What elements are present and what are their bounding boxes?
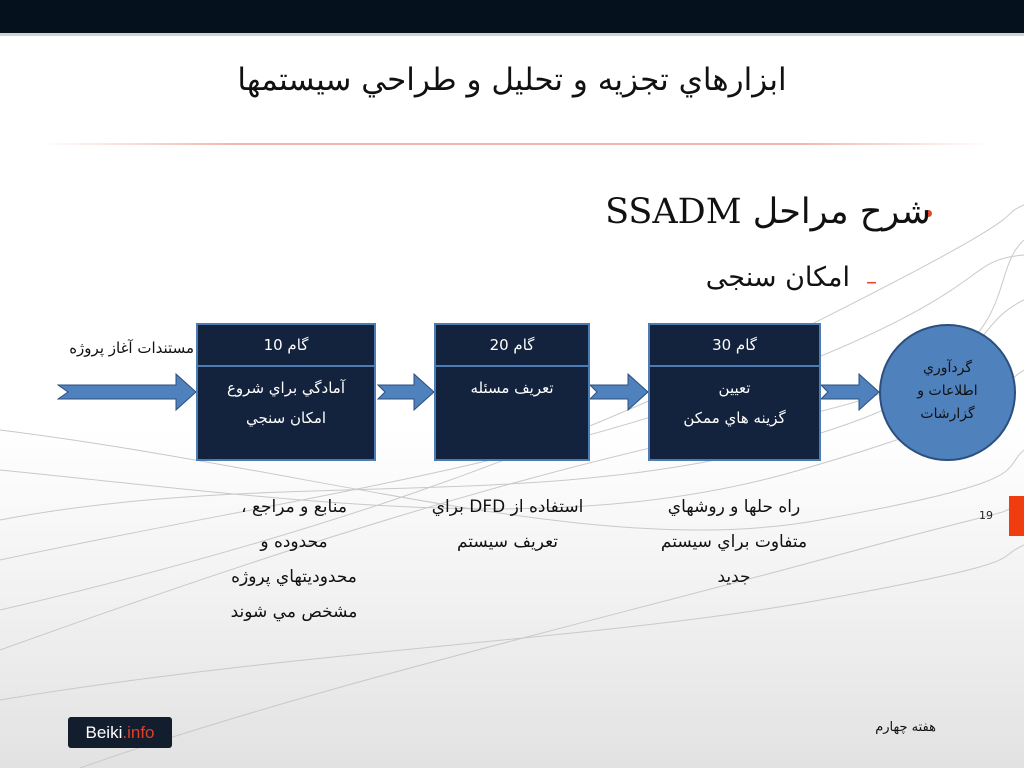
start-label: مستندات آغاز پروژه bbox=[69, 339, 194, 357]
title-divider bbox=[40, 143, 990, 145]
note-line: تعريف سيستم bbox=[456, 532, 559, 552]
step-box-10: گام 10 آمادگي براي شروع امکان سنجي bbox=[196, 323, 376, 461]
note-line: منابع و مراجع ، bbox=[241, 497, 347, 517]
flow-arrow bbox=[589, 372, 649, 412]
swoosh-line bbox=[79, 499, 1024, 768]
site-logo: Beiki.info bbox=[68, 717, 172, 748]
end-node-line: گزارشات bbox=[920, 406, 975, 422]
step-body: آمادگي براي شروع امکان سنجي bbox=[198, 367, 374, 433]
slide-title: ابزارهاي تجزيه و تحليل و طراحي سيستمها bbox=[237, 62, 787, 98]
note-line: متفاوت براي سيستم bbox=[660, 532, 808, 552]
step-box-20: گام 20 تعريف مسئله bbox=[434, 323, 590, 461]
flow-arrow bbox=[57, 372, 197, 412]
bullet-level1: شرح مراحل SSADM bbox=[605, 192, 931, 232]
top-bar-underline bbox=[0, 33, 1024, 36]
end-node-line: گردآوري bbox=[923, 360, 972, 376]
note-line: محدوديتهاي پروژه bbox=[231, 567, 357, 587]
end-node-line: اطلاعات و bbox=[917, 383, 978, 399]
note-line: مشخص مي شوند bbox=[230, 602, 358, 622]
flow-arrow bbox=[377, 372, 435, 412]
top-bar bbox=[0, 0, 1024, 33]
logo-text: Beiki bbox=[85, 723, 123, 742]
note-line: راه حلها و روشهاي bbox=[667, 497, 801, 517]
bullet-dot bbox=[925, 210, 932, 217]
bullet-dash: – bbox=[866, 270, 877, 295]
note-line: محدوده و bbox=[260, 532, 328, 552]
step-line: تعيين bbox=[718, 379, 751, 397]
bullet-level2: امکان سنجی bbox=[705, 262, 850, 293]
step-10-note: منابع و مراجع ، محدوده و محدوديتهاي پروژ… bbox=[196, 490, 392, 630]
step-header: گام 10 bbox=[198, 325, 374, 367]
step-line: آمادگي براي شروع bbox=[226, 379, 346, 397]
end-node-circle: گردآوري اطلاعات و گزارشات bbox=[879, 324, 1016, 461]
step-30-note: راه حلها و روشهاي متفاوت براي سيستم جديد bbox=[640, 490, 828, 595]
footer-text: هفته چهارم bbox=[875, 720, 936, 735]
step-line: امکان سنجي bbox=[245, 409, 327, 427]
step-body: تعيين گزينه هاي ممکن bbox=[650, 367, 819, 433]
step-line: گزينه هاي ممکن bbox=[683, 409, 786, 427]
step-line: تعريف مسئله bbox=[470, 379, 554, 397]
step-box-30: گام 30 تعيين گزينه هاي ممکن bbox=[648, 323, 821, 461]
step-header: گام 30 bbox=[650, 325, 819, 367]
note-line: استفاده از DFD براي bbox=[431, 497, 584, 517]
swoosh-line bbox=[0, 429, 1024, 531]
step-body: تعريف مسئله bbox=[436, 367, 588, 403]
page-accent-tab bbox=[1009, 496, 1024, 536]
page-number: 19 bbox=[979, 509, 993, 522]
logo-text-accent: .info bbox=[122, 723, 155, 742]
step-20-note: استفاده از DFD براي تعريف سيستم bbox=[405, 490, 610, 560]
swoosh-line bbox=[0, 544, 1024, 701]
note-line: جديد bbox=[717, 567, 751, 587]
flow-arrow bbox=[820, 372, 880, 412]
step-header: گام 20 bbox=[436, 325, 588, 367]
